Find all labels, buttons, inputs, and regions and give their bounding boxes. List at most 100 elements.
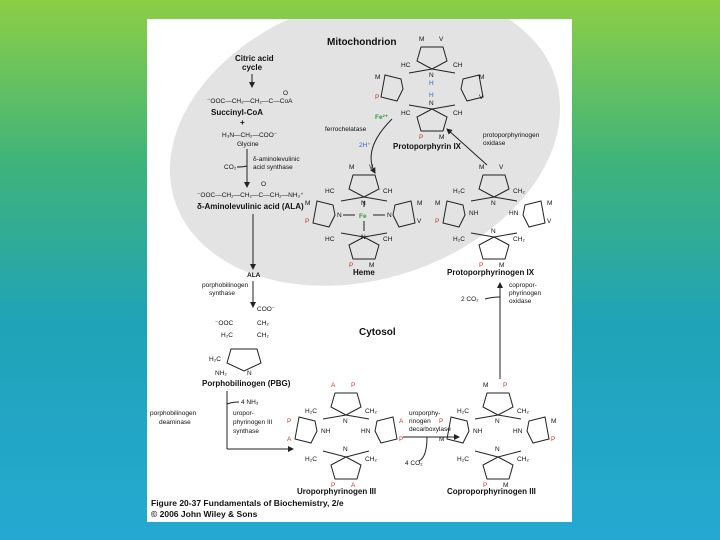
fe2-label: Fe²⁺ xyxy=(375,114,389,121)
uro-decarboxylase-label-3: decarboxylase xyxy=(409,426,451,433)
figure-caption-line2: © 2006 John Wiley & Sons xyxy=(151,509,258,519)
svg-text:P: P xyxy=(351,382,355,389)
protoporphyrinogen-ix-label: Protoporphyrinogen IX xyxy=(447,268,535,277)
svg-text:CH: CH xyxy=(453,110,463,117)
svg-text:P: P xyxy=(419,134,423,141)
svg-text:P: P xyxy=(483,482,487,489)
copro-oxidase-label-2: phyrinogen xyxy=(509,290,542,297)
protoporphyrinogen-ix-structure: M V H₂C CH₂ M P M V NH HN N N H₂C CH₂ P … xyxy=(435,164,552,269)
svg-text:HN: HN xyxy=(513,428,523,435)
pbg-synthase-label-1: porphobilinogen xyxy=(202,282,249,289)
proto-oxidase-arrow xyxy=(446,128,488,166)
svg-text:N: N xyxy=(337,212,342,219)
svg-text:P: P xyxy=(439,418,443,425)
svg-text:N: N xyxy=(429,100,434,107)
svg-text:N: N xyxy=(387,212,392,219)
svg-text:N: N xyxy=(343,446,348,453)
succinyl-coa-label: Succinyl-CoA xyxy=(211,108,263,117)
svg-text:H₂C: H₂C xyxy=(457,456,469,463)
svg-text:H₂C: H₂C xyxy=(305,408,317,415)
mitochondrion-compartment xyxy=(169,19,561,286)
carbonyl-o-2: O xyxy=(261,181,266,188)
svg-text:N: N xyxy=(343,418,348,425)
svg-text:M: M xyxy=(305,200,310,207)
nh3-label: 4 NH₃ xyxy=(241,399,259,406)
svg-text:P: P xyxy=(399,436,403,443)
svg-text:M: M xyxy=(439,134,444,141)
svg-text:P: P xyxy=(349,262,353,269)
cytosol-label: Cytosol xyxy=(359,327,396,338)
svg-text:A: A xyxy=(351,482,356,489)
succinyl-formula: ⁻OOC—CH₂—CH₂—C—CoA xyxy=(207,98,293,105)
svg-text:M: M xyxy=(479,74,484,81)
svg-text:V: V xyxy=(547,218,552,225)
svg-text:M: M xyxy=(417,200,422,207)
glycine-label: Glycine xyxy=(237,141,259,148)
svg-text:A: A xyxy=(399,418,404,425)
svg-text:N: N xyxy=(361,200,366,207)
svg-text:M: M xyxy=(439,436,444,443)
pbg-synthase-label-2: synthase xyxy=(209,290,235,297)
svg-text:H₂C: H₂C xyxy=(221,332,233,339)
svg-text:V: V xyxy=(439,36,444,43)
copro-oxidase-label-1: copropor- xyxy=(509,282,537,289)
pbg-deaminase-label-1: porphobilinogen xyxy=(150,410,197,417)
svg-text:CH: CH xyxy=(453,62,463,69)
svg-text:M: M xyxy=(499,262,504,269)
pbg-deaminase-label-2: deaminase xyxy=(159,419,191,426)
protoporphyrin-ix-label: Protoporphyrin IX xyxy=(393,142,462,151)
svg-text:A: A xyxy=(331,382,336,389)
coproporphyrinogen-iii-structure: M P H₂C CH₂ P M M P NH HN N N H₂C CH₂ P … xyxy=(439,382,556,489)
svg-text:M: M xyxy=(551,418,556,425)
ferrochelatase-label: ferrochelatase xyxy=(325,126,367,133)
svg-text:V: V xyxy=(499,164,504,171)
uroporphyrinogen-iii-structure: A P H₂C CH₂ P A A P NH HN N N H₂C CH₂ P … xyxy=(287,382,404,489)
mitochondrion-label: Mitochondrion xyxy=(327,37,396,48)
uro-synthase-label-1: uropor- xyxy=(233,410,254,417)
svg-text:P: P xyxy=(551,436,555,443)
svg-text:CH₂: CH₂ xyxy=(257,332,269,339)
ala-synthase-label-2: acid synthase xyxy=(253,164,293,171)
protoporphyrin-ix-structure: M V HC CH M P M V N H H N HC CH P M xyxy=(375,36,484,141)
uro-synthase-label-2: phyrinogen III xyxy=(233,419,273,426)
svg-text:N: N xyxy=(495,446,500,453)
svg-text:HC: HC xyxy=(325,188,335,195)
ferrochelatase-arrow xyxy=(369,118,393,174)
ala-short-label: ALA xyxy=(247,272,261,279)
svg-text:H₂C: H₂C xyxy=(305,456,317,463)
svg-text:P: P xyxy=(479,262,483,269)
carbonyl-o-1: O xyxy=(283,90,288,97)
uro-decarboxylase-label-1: uroporphy- xyxy=(409,410,440,417)
nh3-release-curve xyxy=(226,401,240,405)
2h-label: 2H⁺ xyxy=(359,142,371,149)
svg-text:NH₂: NH₂ xyxy=(215,370,227,377)
svg-text:⁻OOC: ⁻OOC xyxy=(215,320,234,327)
svg-text:CH₂: CH₂ xyxy=(365,408,377,415)
heme-biosynthesis-diagram: Mitochondrion Cytosol Citric acid cycle … xyxy=(150,19,561,519)
svg-text:N: N xyxy=(247,370,252,377)
svg-text:M: M xyxy=(375,74,380,81)
plus-sign: + xyxy=(240,118,245,127)
proto-oxidase-label-2: oxidase xyxy=(483,140,506,147)
pbg-name-label: Porphobilinogen (PBG) xyxy=(202,379,291,388)
co2-2-label: 2 CO₂ xyxy=(461,296,479,303)
svg-text:CH₂: CH₂ xyxy=(257,320,269,327)
citric-acid-cycle-label-1: Citric acid xyxy=(235,54,274,63)
svg-text:N: N xyxy=(429,72,434,79)
heme-label: Heme xyxy=(353,268,375,277)
svg-text:H₂C: H₂C xyxy=(209,356,221,363)
svg-text:P: P xyxy=(305,218,309,225)
svg-text:CH₂: CH₂ xyxy=(513,236,525,243)
ala-synthase-label-1: δ-aminolevulinic xyxy=(253,156,300,163)
svg-text:CH₂: CH₂ xyxy=(365,456,377,463)
svg-text:P: P xyxy=(503,382,507,389)
svg-text:CH₂: CH₂ xyxy=(517,408,529,415)
svg-text:NH: NH xyxy=(473,428,483,435)
svg-text:CH₂: CH₂ xyxy=(517,456,529,463)
svg-text:COO⁻: COO⁻ xyxy=(257,306,276,313)
co2-2-curve xyxy=(484,296,501,300)
svg-text:M: M xyxy=(503,482,508,489)
svg-text:P: P xyxy=(435,218,439,225)
porphobilinogen-structure: COO⁻ ⁻OOC CH₂ H₂C CH₂ H₂C NH₂ N xyxy=(209,306,276,377)
svg-text:NH: NH xyxy=(321,428,331,435)
